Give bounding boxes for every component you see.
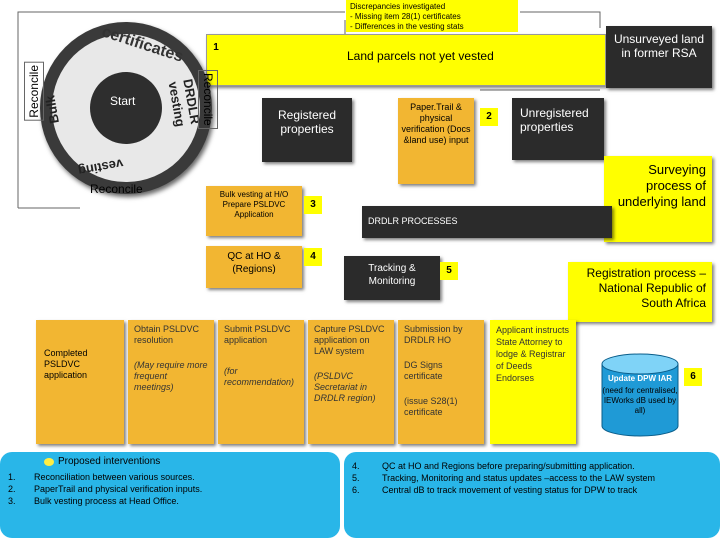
submission-box: Submission by DRDLR HO DG Signs certific… [398,320,484,444]
tracking-box: Tracking & Monitoring [344,256,440,300]
item-3-text: Bulk vesting process at Head Office. [34,496,179,506]
reconcile-loop-line [17,11,345,208]
proposed-heading: Proposed interventions [58,456,161,467]
item-5-text: Tracking, Monitoring and status updates … [382,473,655,483]
submission-ho: Submission by DRDLR HO [404,324,463,345]
item-1-num: 1. [8,472,16,482]
proposed-left-panel: Proposed interventions 1. Reconciliation … [0,452,340,538]
dg-signs: DG Signs certificate [404,360,443,381]
badge-3: 3 [304,196,322,214]
obtain-resolution: Obtain PSLDVC resolution [134,324,200,345]
item-6-num: 6. [352,485,360,495]
bulk-vesting-box: Bulk vesting at H/O Prepare PSLDVC Appli… [206,186,302,236]
badge-4: 4 [304,248,322,266]
papertrail-title: Paper.Trail & [410,102,462,112]
item-2-text: PaperTrail and physical verification inp… [34,484,203,494]
discrepancies-note: Discrepancies investigated - Missing ite… [346,0,518,32]
land-parcels-banner: 1 Land parcels not yet vested [206,34,606,86]
proposed-list-left: 1. Reconciliation between various sources… [8,471,332,507]
reconcile-left: Reconcile [24,62,44,121]
capture-application: Capture PSLDVC application on LAW system [314,324,385,356]
item-3-num: 3. [8,496,16,506]
drdlr-processes: DRDLR PROCESSES [362,206,612,238]
submit-application: Submit PSLDVC application [224,324,291,345]
item-5-num: 5. [352,473,360,483]
obtain-note: (May require more frequent meetings) [134,360,208,392]
submit-application-box: Submit PSLDVC application (for recommend… [218,320,304,444]
reconcile-right: Reconcile [198,70,218,129]
land-parcels-label: Land parcels not yet vested [347,49,494,63]
vesting-wheel: Start certificates DRDLR vesting vesting… [40,22,212,194]
reconcile-bottom: Reconcile [90,182,143,196]
discrepancies-title: Discrepancies investigated [350,2,446,11]
unregistered-properties: Unregistered properties [512,98,604,160]
completed-application: Completed PSLDVC application [36,320,124,444]
issue-certificate: (issue S28(1) certificate [404,396,458,417]
discrepancies-line-1: - Missing item 28(1) certificates [350,12,461,21]
proposed-right-panel: 4. QC at HO and Regions before preparing/… [344,452,720,538]
capture-application-box: Capture PSLDVC application on LAW system… [308,320,394,444]
bullet-icon [44,457,54,466]
item-1-text: Reconciliation between various sources. [34,472,195,482]
item-4-text: QC at HO and Regions before preparing/su… [382,461,635,471]
unsurveyed-box: Unsurveyed land in former RSA [606,26,712,88]
discrepancies-line-2: - Differences in the vesting stats [350,22,464,31]
badge-6: 6 [684,368,702,386]
papertrail-body: physical verification (Docs &land use) i… [401,113,471,145]
start-label: Start [110,94,136,108]
item-4-num: 4. [352,461,360,471]
obtain-resolution-box: Obtain PSLDVC resolution (May require mo… [128,320,214,444]
dpw-title: Update DPW IAR [608,374,672,383]
qc-box: QC at HO & (Regions) [206,246,302,288]
item-6-text: Central dB to track movement of vesting … [382,485,638,495]
database-cylinder-icon [601,353,679,437]
capture-note: (PSLDVC Secretariat in DRDLR region) [314,371,376,403]
applicant-instructs: Applicant instructs State Attorney to lo… [490,320,576,444]
dpw-database-icon: Update DPW IAR (need for centralised, IE… [600,352,680,438]
submit-note: (for recommendation) [224,366,295,387]
registered-properties: Registered properties [262,98,352,162]
badge-1: 1 [207,39,225,57]
proposed-list-right: 4. QC at HO and Regions before preparing/… [352,460,712,496]
item-2-num: 2. [8,484,16,494]
bulk-vesting-body: Prepare PSLDVC Application [222,200,286,219]
bulk-vesting-title: Bulk vesting at H/O [219,190,289,199]
registration-process: Registration process – National Republic… [568,262,712,322]
surveying-box: Surveying process of underlying land [604,156,712,242]
wheel-hub [90,72,162,144]
badge-5: 5 [440,262,458,280]
dpw-body: (need for centralised, IEWorks dB used b… [602,386,678,415]
badge-2: 2 [480,108,498,126]
papertrail-box: Paper.Trail & physical verification (Doc… [398,98,474,184]
